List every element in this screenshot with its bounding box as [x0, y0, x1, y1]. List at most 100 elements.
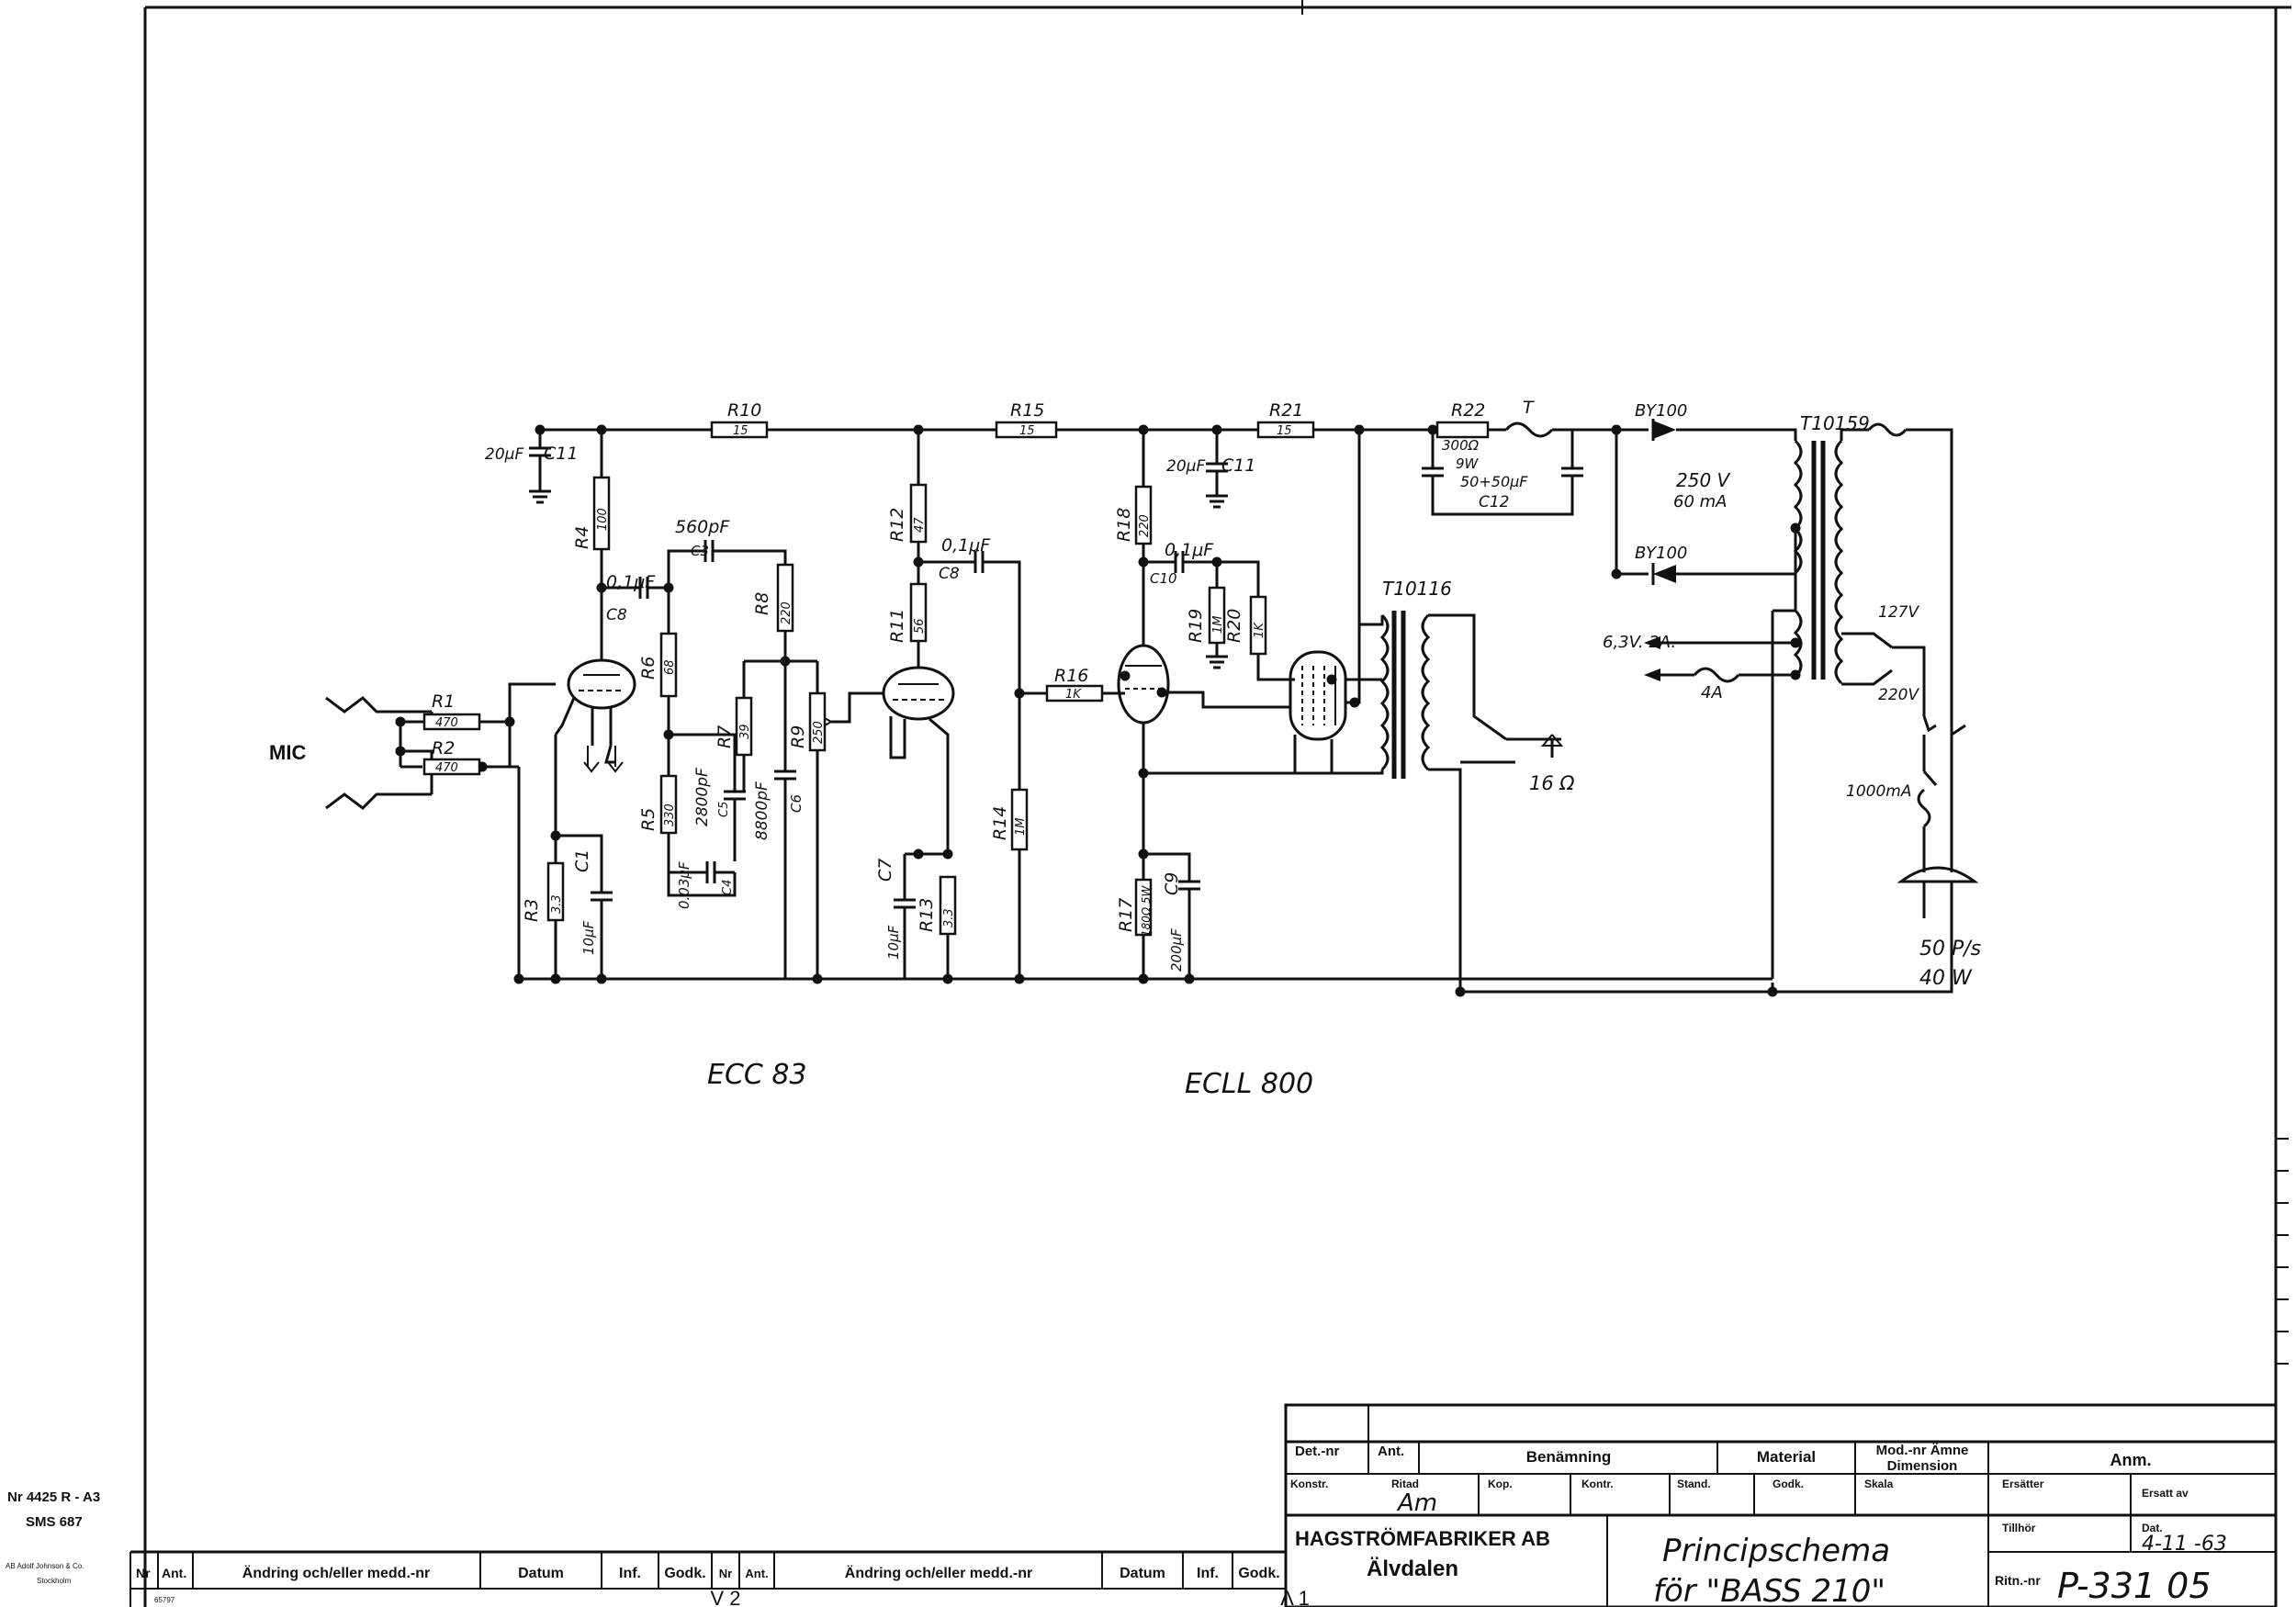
c1-ref: C1	[572, 849, 592, 872]
c4-value: 0.03μF	[676, 861, 692, 909]
r15-value: 15	[1019, 424, 1035, 438]
ground-rail	[519, 918, 1953, 994]
c3-value: 560pF	[675, 517, 730, 537]
tb-mod-nr: Mod.-nr Ämne	[1876, 1443, 1969, 1458]
sidebar-line2: SMS 687	[26, 1514, 83, 1530]
rev-change2: Ändring och/eller medd.-nr	[845, 1565, 1032, 1581]
r20-value: 1K	[1253, 622, 1266, 638]
sidebar-line3: AB Adolf Johnson & Co.	[6, 1562, 84, 1570]
tone-node-wire	[669, 733, 737, 792]
sidebar-print-info: Nr 4425 R - A3 SMS 687 AB Adolf Johnson …	[6, 1489, 100, 1585]
tb-anm: Anm.	[2110, 1451, 2152, 1469]
r6-value: 68	[663, 659, 677, 675]
tb-ersatter: Ersätter	[2002, 1478, 2044, 1490]
resistor-r10: R10 15	[710, 400, 769, 439]
potentiometer-r9: R9 250	[788, 661, 863, 979]
c8b-value: 0,1μF	[941, 535, 991, 556]
c5-value: 2800pF	[693, 768, 712, 826]
rev-nr: Nr	[136, 1566, 151, 1580]
resistor-r1: R1 470	[422, 691, 510, 731]
r3-ref: R3	[522, 899, 542, 922]
tb-kontr: Kontr.	[1581, 1478, 1614, 1490]
r9-ref: R9	[788, 725, 808, 748]
r21-value: 15	[1277, 424, 1292, 438]
capacitor-c3: 560pF C3	[675, 517, 787, 562]
capacitor-c6: 8800pF C6	[753, 661, 805, 979]
supply-frequency-label: 50 P/s	[1919, 938, 1981, 961]
capacitor-c8-second: 0,1μF C8	[918, 535, 1021, 693]
capacitor-c1: C1 10μF	[556, 834, 613, 979]
c9-value: 200μF	[1168, 928, 1185, 972]
r11-ref: R11	[887, 609, 907, 643]
r15-ref: R15	[1010, 400, 1044, 421]
r6-ref: R6	[638, 657, 658, 680]
resistor-r11: R11 56	[887, 582, 928, 643]
tb-title-line2: för "BASS 210"	[1653, 1573, 1885, 1607]
c11a-value: 20μF	[485, 445, 523, 464]
resistor-r19: R19 1M	[1186, 562, 1228, 669]
rev-change: Ändring och/eller medd.-nr	[242, 1565, 430, 1581]
tb-city: Älvdalen	[1367, 1556, 1458, 1581]
r3-value: 3.3	[550, 894, 564, 914]
tb-ritad-signature: Am	[1396, 1489, 1437, 1517]
tb-ritad: Ritad	[1391, 1478, 1419, 1490]
r20-ref: R20	[1224, 609, 1244, 643]
c12-value: 50+50μF	[1460, 473, 1528, 490]
r14-ref: R14	[990, 806, 1010, 840]
tb-ersatt-av: Ersatt av	[2142, 1487, 2189, 1500]
tube-type-ecll800: ECLL 800	[1185, 1068, 1313, 1100]
hv-voltage-label: 250 V	[1676, 469, 1731, 491]
speaker-load-label: 16 Ω	[1529, 772, 1574, 794]
r14-value: 1M	[1014, 818, 1028, 837]
rev-inf2: Inf.	[1197, 1566, 1219, 1581]
r18-value: 220	[1138, 514, 1152, 537]
fuse-t: T	[1504, 398, 1554, 438]
c8a-value: 0,1μF	[606, 572, 656, 592]
rev-nr2: Nr	[719, 1567, 732, 1580]
r1-value: 470	[435, 716, 458, 730]
c3-ref: C3	[691, 543, 709, 559]
mic-label: MIC	[269, 741, 306, 764]
tb-det-nr: Det.-nr	[1295, 1444, 1339, 1459]
cathode-return-wire	[1143, 735, 1297, 775]
r17-value: 180Ω 5W	[1140, 884, 1153, 937]
tap-220-label: 220V	[1878, 686, 1919, 704]
resistor-r7: R7 39	[715, 661, 753, 792]
r22-wattage: 9W	[1456, 455, 1480, 472]
rev-inf: Inf.	[619, 1566, 641, 1581]
c10-value: 0,1μF	[1165, 540, 1214, 560]
schematic: MIC R1 470 R2 470	[269, 398, 1981, 1100]
capacitor-c4: 0.03μF C4	[669, 861, 735, 909]
tube-type-ecc83: ECC 83	[707, 1059, 807, 1091]
capacitor-c9: C9 200μF	[1162, 872, 1200, 979]
r10-value: 15	[733, 424, 748, 438]
c3-left-wire	[667, 549, 705, 588]
c9-ref: C9	[1162, 872, 1182, 895]
r12-value: 47	[913, 517, 927, 533]
resistor-r3: R3 3.3	[510, 735, 565, 979]
grid1-wire	[508, 682, 556, 722]
resistor-r18: R18 220	[1114, 430, 1153, 562]
r19-value: 1M	[1211, 616, 1225, 635]
r2-ref: R2	[432, 738, 455, 759]
r4-value: 100	[596, 508, 610, 531]
r8-ref: R8	[752, 592, 772, 615]
r18-ref: R18	[1114, 508, 1134, 542]
c4-ref: C4	[721, 880, 735, 895]
r13-value: 3.3	[942, 908, 956, 927]
fuse-t-label: T	[1523, 398, 1535, 418]
tube-ecll800-pentode	[1254, 430, 1382, 775]
sidebar-line1: Nr 4425 R - A3	[7, 1489, 100, 1505]
resistor-r6: R6 68	[638, 588, 678, 735]
tb-material: Material	[1757, 1448, 1816, 1466]
c7-value: 10μF	[885, 925, 902, 960]
c11a-ref: C11	[544, 444, 578, 464]
resistor-r4: R4 100	[572, 430, 611, 588]
r22-ref: R22	[1451, 400, 1485, 421]
c8a-ref: C8	[606, 606, 627, 624]
r12-ref: R12	[887, 508, 907, 542]
r8-value: 220	[780, 601, 793, 624]
r5-value: 330	[663, 804, 677, 826]
drawing-frame	[143, 0, 2291, 1607]
tube-ecll800-triode	[1117, 562, 1254, 773]
